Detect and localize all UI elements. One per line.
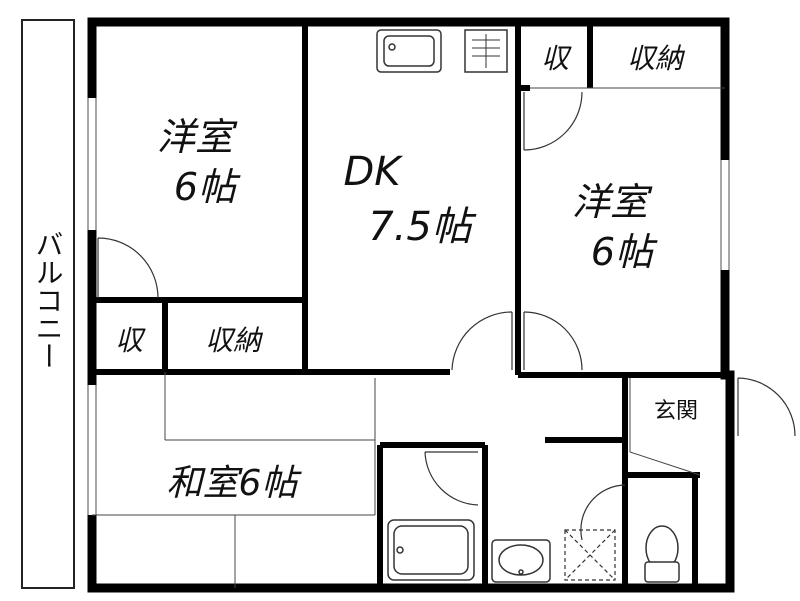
- interior-walls: [92, 22, 725, 588]
- washing-machine-pan-icon: [564, 529, 616, 581]
- thin-partitions: [92, 87, 725, 588]
- room-western-left-size: 6帖: [174, 165, 241, 209]
- balcony-label: バルコニー: [32, 230, 65, 370]
- wash-basin-icon: [491, 539, 551, 583]
- door-swings: [97, 91, 796, 541]
- kitchen-counter: [376, 29, 508, 73]
- balcony: バルコニー: [21, 19, 75, 589]
- storage-small-left: 収: [115, 324, 146, 357]
- storage-small-top-right: 収: [541, 42, 572, 75]
- room-western-right-name: 洋室: [572, 180, 653, 224]
- bathtub-icon: [387, 519, 475, 581]
- room-western-left-name: 洋室: [157, 115, 238, 159]
- storage-closet-top-right: 収納: [627, 42, 686, 75]
- window-right: [720, 160, 730, 270]
- room-dk-size: 7.5帖: [368, 204, 477, 250]
- room-western-right-size: 6帖: [591, 230, 658, 274]
- entrance-label: 玄関: [654, 399, 698, 424]
- window-left: [87, 98, 97, 515]
- room-japanese-label: 和室6帖: [167, 463, 303, 504]
- sink-icon: [376, 29, 442, 73]
- room-dk-name: DK: [343, 149, 403, 195]
- storage-closet-left: 収納: [205, 324, 264, 357]
- toilet-icon: [644, 525, 680, 583]
